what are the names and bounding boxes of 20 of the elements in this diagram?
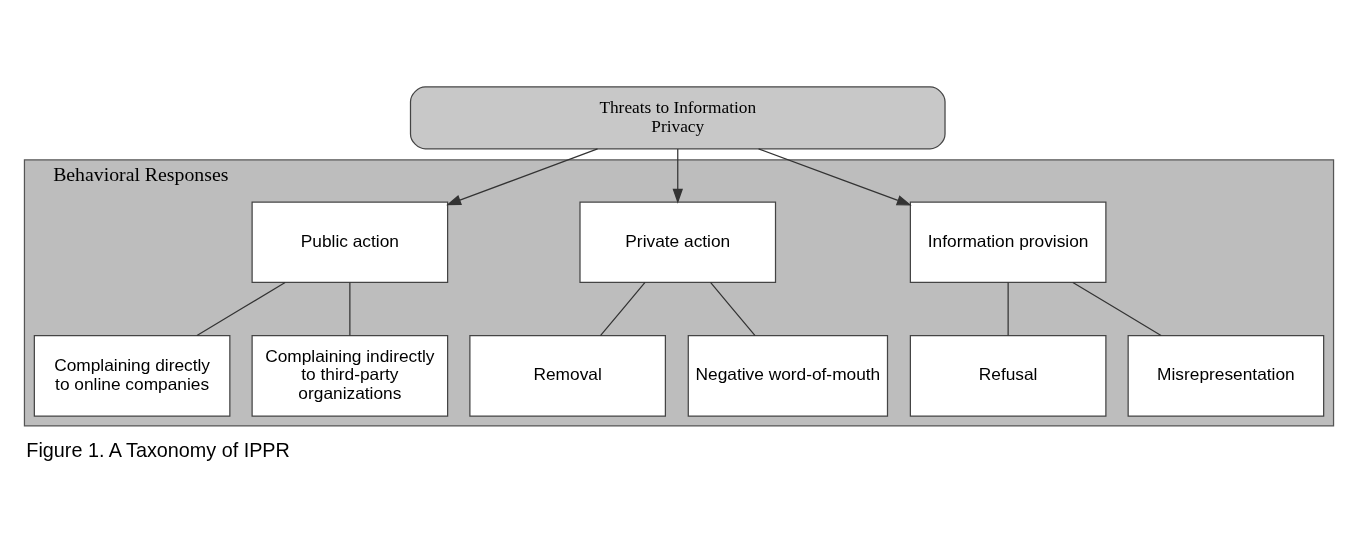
connector	[599, 281, 646, 337]
node-box: Threats to Information Privacy	[409, 86, 946, 150]
node-box: Removal	[469, 335, 666, 417]
node-box: Public action	[251, 201, 449, 284]
connector	[1007, 281, 1009, 337]
arrow	[672, 148, 683, 204]
caption: Figure 1. A Taxonomy of IPPR	[26, 438, 290, 461]
connector	[349, 281, 351, 337]
connector	[1072, 281, 1162, 337]
node-box: Private action	[579, 201, 777, 284]
connector	[709, 281, 756, 337]
node-box: Complaining indirectly to third-party organizations	[251, 335, 449, 417]
node-box: Complaining directly to online companies	[33, 335, 231, 417]
arrow	[757, 148, 912, 206]
node-box: Refusal	[909, 335, 1107, 417]
node-box: Negative word-of-mouth	[687, 335, 889, 417]
arrow	[446, 148, 599, 206]
node-box: Information provision	[909, 201, 1107, 284]
node-box: Misrepresentation	[1127, 335, 1325, 417]
connector	[196, 281, 286, 337]
